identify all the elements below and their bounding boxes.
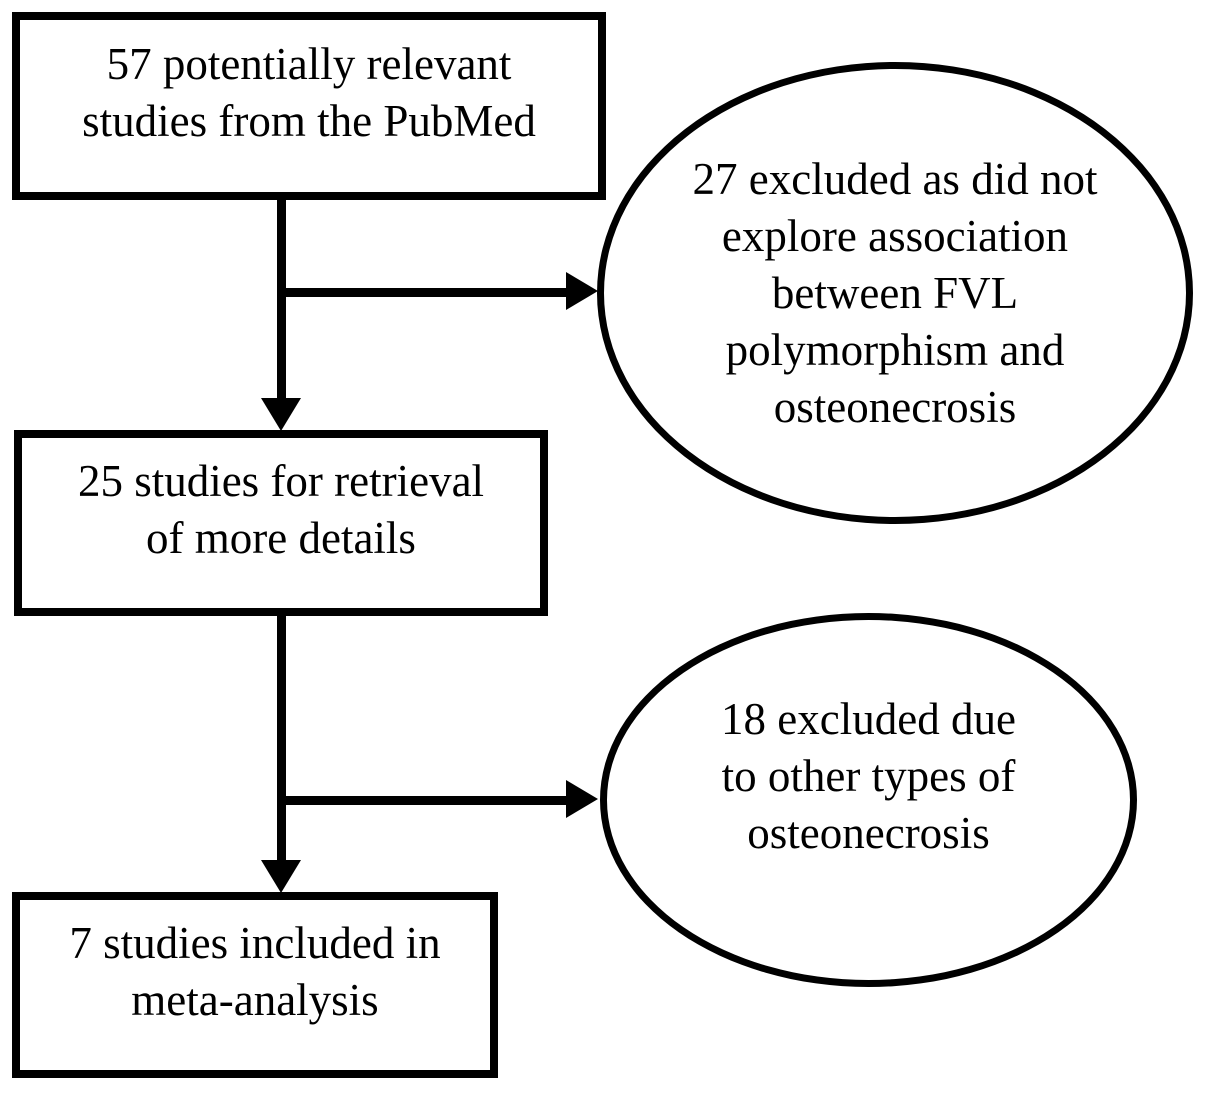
arrowhead-right-to-excluded-first-icon — [566, 272, 598, 310]
connector-identified-to-retrieval — [277, 196, 286, 400]
node-text-line: explore association — [721, 210, 1069, 261]
node-text-line: to other types of — [721, 750, 1016, 801]
arrowhead-down-to-included-icon — [261, 860, 301, 893]
connector-retrieval-to-included — [277, 613, 286, 863]
node-text-line: 18 excluded due — [721, 693, 1016, 744]
node-text-line: 57 potentially relevant — [106, 39, 512, 89]
node-text-line: osteonecrosis — [747, 807, 990, 858]
node-retrieval-studies: 25 studies for retrieval of more details — [14, 430, 548, 616]
node-text-line: polymorphism and — [725, 324, 1065, 375]
arrowhead-down-to-retrieval-icon — [261, 398, 301, 431]
node-text-line: 25 studies for retrieval — [77, 456, 485, 506]
node-text-line: osteonecrosis — [773, 381, 1017, 432]
node-excluded-second: 18 excluded due to other types of osteon… — [600, 613, 1137, 987]
node-excluded-first: 27 excluded as did not explore associati… — [597, 62, 1193, 524]
node-text-line: 7 studies included in — [69, 918, 441, 968]
connector-to-excluded-second — [277, 796, 569, 805]
node-included-studies: 7 studies included in meta-analysis — [12, 892, 498, 1078]
node-text-line: meta-analysis — [131, 975, 379, 1025]
arrowhead-right-to-excluded-second-icon — [566, 780, 598, 818]
node-identified-studies: 57 potentially relevant studies from the… — [12, 12, 606, 200]
node-text-line: 27 excluded as did not — [692, 153, 1098, 204]
node-text-line: of more details — [146, 513, 416, 563]
node-text-line: studies from the PubMed — [82, 96, 536, 146]
node-text-line: between FVL — [771, 267, 1019, 318]
connector-to-excluded-first — [277, 288, 569, 297]
